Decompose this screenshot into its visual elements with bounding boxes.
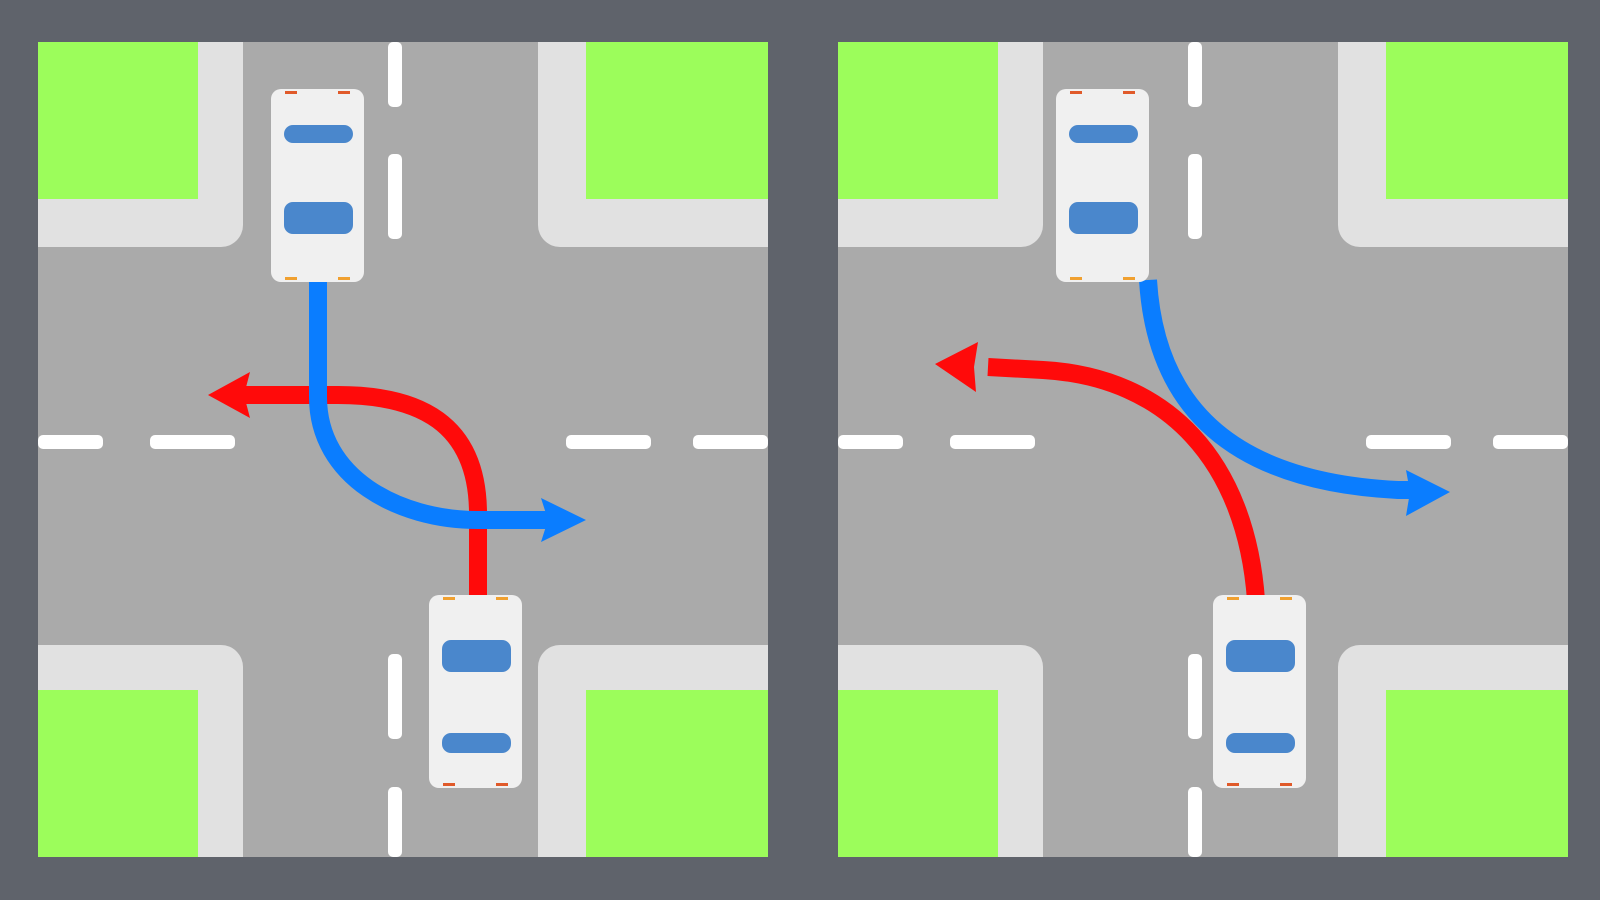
- lane-dash: [693, 435, 768, 449]
- grass-block: [838, 42, 998, 199]
- lane-dash: [1366, 435, 1451, 449]
- car-windshield: [442, 640, 511, 672]
- car-windshield: [284, 202, 353, 234]
- lane-dash: [1493, 435, 1568, 449]
- panel-non-intersecting-turns: [838, 42, 1568, 857]
- lane-dash: [388, 154, 402, 239]
- lane-dash: [1188, 654, 1202, 739]
- corner-bottom-left: [38, 645, 243, 857]
- car-tail-light: [338, 91, 350, 94]
- lane-dash: [38, 435, 103, 449]
- lane-markings: [38, 42, 768, 857]
- car-tail-light: [1280, 783, 1292, 786]
- car-rear-window: [1226, 733, 1295, 753]
- car-tail-light: [1070, 91, 1082, 94]
- car-body: [1056, 89, 1149, 282]
- arrow-head-red: [208, 372, 250, 418]
- car-head-light: [285, 277, 297, 280]
- car-head-light: [1227, 597, 1239, 600]
- car-head-light: [1280, 597, 1292, 600]
- corner-bottom-right: [538, 645, 768, 857]
- lane-dash: [1188, 154, 1202, 239]
- car-bottom: [1213, 595, 1306, 788]
- car-body: [271, 89, 364, 282]
- car-head-light: [338, 277, 350, 280]
- car-windshield: [1226, 640, 1295, 672]
- car-head-light: [1123, 277, 1135, 280]
- car-head-light: [443, 597, 455, 600]
- grass-block: [1386, 42, 1568, 199]
- path-red: [208, 372, 487, 602]
- path-blue: [309, 280, 586, 542]
- car-tail-light: [443, 783, 455, 786]
- car-head-light: [496, 597, 508, 600]
- grass-block: [586, 690, 768, 857]
- lane-dash: [950, 435, 1035, 449]
- car-rear-window: [1069, 125, 1138, 143]
- grass-block: [38, 690, 198, 857]
- arrow-head-red: [935, 342, 978, 392]
- corner-bottom-right: [1338, 645, 1568, 857]
- car-rear-window: [284, 125, 353, 143]
- arrow-head-blue: [1406, 470, 1450, 516]
- corner-top-right: [1338, 42, 1568, 247]
- corner-top-right: [538, 42, 768, 247]
- corner-top-left: [38, 42, 243, 247]
- lane-dash: [150, 435, 235, 449]
- intersection-diagram-left: [38, 42, 768, 857]
- intersection-diagram-right: [838, 42, 1568, 857]
- lane-dash: [1188, 787, 1202, 857]
- car-head-light: [1070, 277, 1082, 280]
- path-blue: [1139, 279, 1450, 516]
- lane-dash: [838, 435, 903, 449]
- car-body: [429, 595, 522, 788]
- path-red: [935, 342, 1265, 601]
- grass-block: [1386, 690, 1568, 857]
- lane-dash: [1188, 42, 1202, 107]
- lane-dash: [566, 435, 651, 449]
- car-tail-light: [1123, 91, 1135, 94]
- lane-dash: [388, 654, 402, 739]
- car-windshield: [1069, 202, 1138, 234]
- car-tail-light: [1227, 783, 1239, 786]
- lane-markings: [838, 42, 1568, 857]
- corner-top-left: [838, 42, 1043, 247]
- arrow-head-blue: [541, 498, 586, 542]
- car-tail-light: [285, 91, 297, 94]
- grass-block: [838, 690, 998, 857]
- panel-intersecting-turns: [38, 42, 768, 857]
- car-top: [1056, 89, 1149, 282]
- lane-dash: [388, 787, 402, 857]
- grass-block: [586, 42, 768, 199]
- car-bottom: [429, 595, 522, 788]
- car-top: [271, 89, 364, 282]
- grass-block: [38, 42, 198, 199]
- car-tail-light: [496, 783, 508, 786]
- car-rear-window: [442, 733, 511, 753]
- car-body: [1213, 595, 1306, 788]
- lane-dash: [388, 42, 402, 107]
- corner-bottom-left: [838, 645, 1043, 857]
